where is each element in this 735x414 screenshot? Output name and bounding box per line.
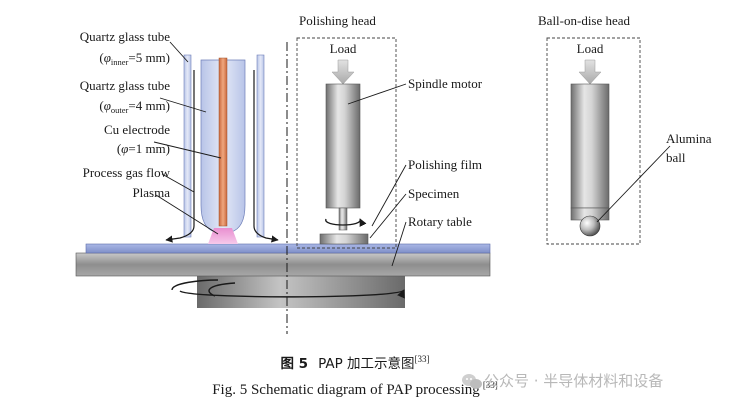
label-alumina-line1: Alumina	[666, 131, 712, 146]
ball-on-disc-head	[546, 37, 641, 245]
label-electrode-phi: φ	[121, 141, 128, 156]
leader-lines	[153, 41, 671, 267]
label-spindle-motor: Spindle motor	[408, 76, 483, 91]
label-plasma: Plasma	[132, 185, 170, 200]
label-gas-flow: Process gas flow	[83, 165, 171, 180]
table-rotation-arrow	[179, 289, 405, 299]
polishing-head-load-label: Load	[330, 41, 357, 56]
label-outer-tube-spec: (φouter=4 mm)	[99, 98, 170, 115]
table-plate	[75, 252, 491, 277]
label-rotary-table: Rotary table	[408, 214, 472, 229]
label-inner-tube-sub: inner	[111, 57, 129, 67]
label-electrode-eq: =1 mm)	[128, 141, 170, 156]
spindle-shaft	[338, 207, 348, 231]
label-electrode-spec: (φ=1 mm)	[117, 141, 170, 156]
outer-tube-wall-left	[183, 54, 192, 238]
ball-head-load-label: Load	[577, 41, 604, 56]
label-outer-tube-name: Quartz glass tube	[80, 78, 170, 93]
alumina-ball	[579, 215, 601, 237]
ball-head-frame	[546, 37, 641, 245]
specimen-holder	[319, 233, 369, 245]
caption-fig-number-cn: 图 5	[280, 356, 308, 372]
label-inner-tube-eq: =5 mm)	[128, 50, 170, 65]
label-inner-tube-spec: (φinner=5 mm)	[99, 50, 170, 67]
ball-head-body	[570, 83, 610, 209]
plasma-torch	[165, 54, 279, 244]
wechat-icon	[462, 374, 482, 389]
table-rotation-arc-back	[171, 279, 219, 291]
outer-tube-wall-right	[256, 54, 265, 238]
spindle-rotation-arrow	[325, 218, 367, 228]
caption-cn: 图 5 PAP 加工示意图[33]	[280, 354, 429, 372]
gas-flow-arrow-right	[253, 70, 279, 243]
rotary-table	[75, 243, 491, 308]
polishing-head	[296, 37, 397, 249]
ball-load-arrow-icon	[578, 59, 602, 85]
load-arrow-icon	[331, 59, 355, 85]
watermark: 公众号 · 半导体材料和设备	[462, 372, 663, 390]
polishing-film-layer	[85, 243, 491, 254]
table-pedestal	[197, 275, 405, 308]
label-specimen: Specimen	[408, 186, 460, 201]
polishing-head-title: Polishing head	[299, 13, 376, 28]
caption-en: Fig. 5 Schematic diagram of PAP processi…	[212, 380, 498, 398]
label-outer-tube-sub: outer	[111, 105, 129, 115]
polishing-head-frame	[296, 37, 397, 249]
left-labels: Quartz glass tube (φinner=5 mm) Quartz g…	[80, 29, 171, 200]
label-electrode-name: Cu electrode	[104, 122, 170, 137]
label-inner-tube-name: Quartz glass tube	[80, 29, 170, 44]
label-alumina-line2: ball	[666, 150, 686, 165]
label-outer-tube-eq: =4 mm)	[128, 98, 170, 113]
label-polishing-film: Polishing film	[408, 157, 482, 172]
caption-ref-cn: [33]	[415, 354, 430, 364]
label-outer-tube-phi: φ	[104, 98, 111, 113]
polishing-head-labels: Polishing head Load Spindle motor Polish…	[299, 13, 483, 229]
spindle-motor-body	[325, 83, 361, 209]
ball-head-title: Ball-on-dise head	[538, 13, 631, 28]
cu-electrode	[218, 57, 228, 227]
caption-title-en: Fig. 5 Schematic diagram of PAP processi…	[212, 382, 480, 398]
gas-flow-arrow-left	[165, 70, 195, 243]
caption-ref-en: [33]	[483, 380, 498, 390]
watermark-text: 公众号 · 半导体材料和设备	[484, 372, 663, 390]
label-inner-tube-phi: φ	[104, 50, 111, 65]
caption-title-cn: PAP 加工示意图	[318, 355, 414, 372]
ball-head-labels: Ball-on-dise head Load Alumina ball	[538, 13, 712, 165]
